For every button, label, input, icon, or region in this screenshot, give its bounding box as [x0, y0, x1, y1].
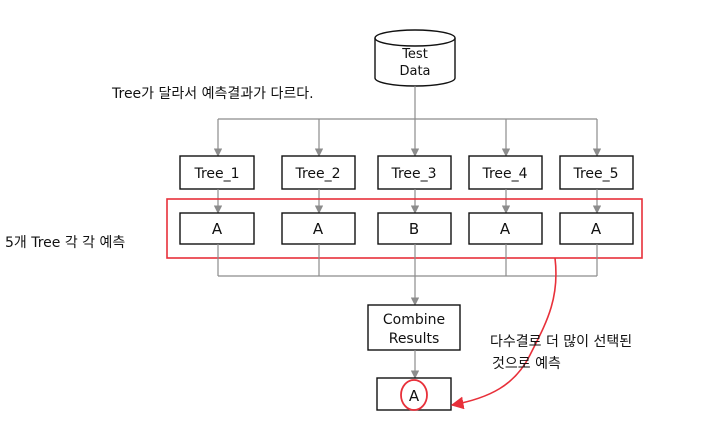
majority-vote-arrow: [450, 257, 557, 410]
tree-label: Tree_3: [390, 166, 436, 182]
test-data-label-line2: Data: [399, 64, 430, 79]
annotation-majority-vote-line1: 다수결로 더 많이 선택된: [490, 334, 632, 350]
tree-box: Tree_5: [559, 155, 634, 190]
final-result-box: A: [376, 377, 452, 411]
prediction-label: B: [409, 220, 419, 238]
predictions-highlight: [166, 198, 643, 259]
annotation-different-trees: Tree가 달라서 예측결과가 다르다.: [111, 86, 314, 102]
test-data-cylinder: Test Data: [374, 29, 456, 87]
tree-box: Tree_1: [179, 155, 255, 190]
prediction-box: A: [281, 212, 356, 245]
tree-to-prediction-arrows: [213, 189, 602, 214]
prediction-box: A: [468, 212, 543, 245]
annotation-majority-vote-line2: 것으로 예측: [492, 356, 561, 372]
tree-label: Tree_1: [193, 166, 239, 182]
prediction-label: A: [313, 220, 324, 238]
combine-label-line1: Combine: [383, 312, 445, 328]
prediction-label: A: [591, 220, 602, 238]
test-data-label-line1: Test: [401, 47, 428, 62]
prediction-box: B: [377, 212, 452, 245]
tree-label: Tree_5: [572, 166, 618, 182]
prediction-box: A: [179, 212, 255, 245]
final-result-circle: [400, 379, 428, 411]
prediction-box: A: [559, 212, 634, 245]
tree-label: Tree_4: [481, 166, 527, 182]
final-result-label: A: [409, 387, 420, 405]
combine-label-line2: Results: [389, 331, 440, 347]
distribution-connectors: [213, 86, 602, 157]
prediction-boxes: A A B A A: [179, 212, 634, 245]
tree-box: Tree_4: [468, 155, 543, 190]
annotation-each-tree-predicts: 5개 Tree 각 각 예측: [5, 235, 125, 251]
tree-label: Tree_2: [294, 166, 340, 182]
combine-results-box: Combine Results: [367, 304, 461, 351]
tree-box: Tree_2: [281, 155, 356, 190]
tree-box: Tree_3: [377, 155, 452, 190]
prediction-label: A: [500, 220, 511, 238]
tree-boxes: Tree_1 Tree_2 Tree_3 Tree_4 Tree_5: [179, 155, 634, 190]
aggregation-connectors: [217, 244, 598, 306]
prediction-label: A: [212, 220, 223, 238]
